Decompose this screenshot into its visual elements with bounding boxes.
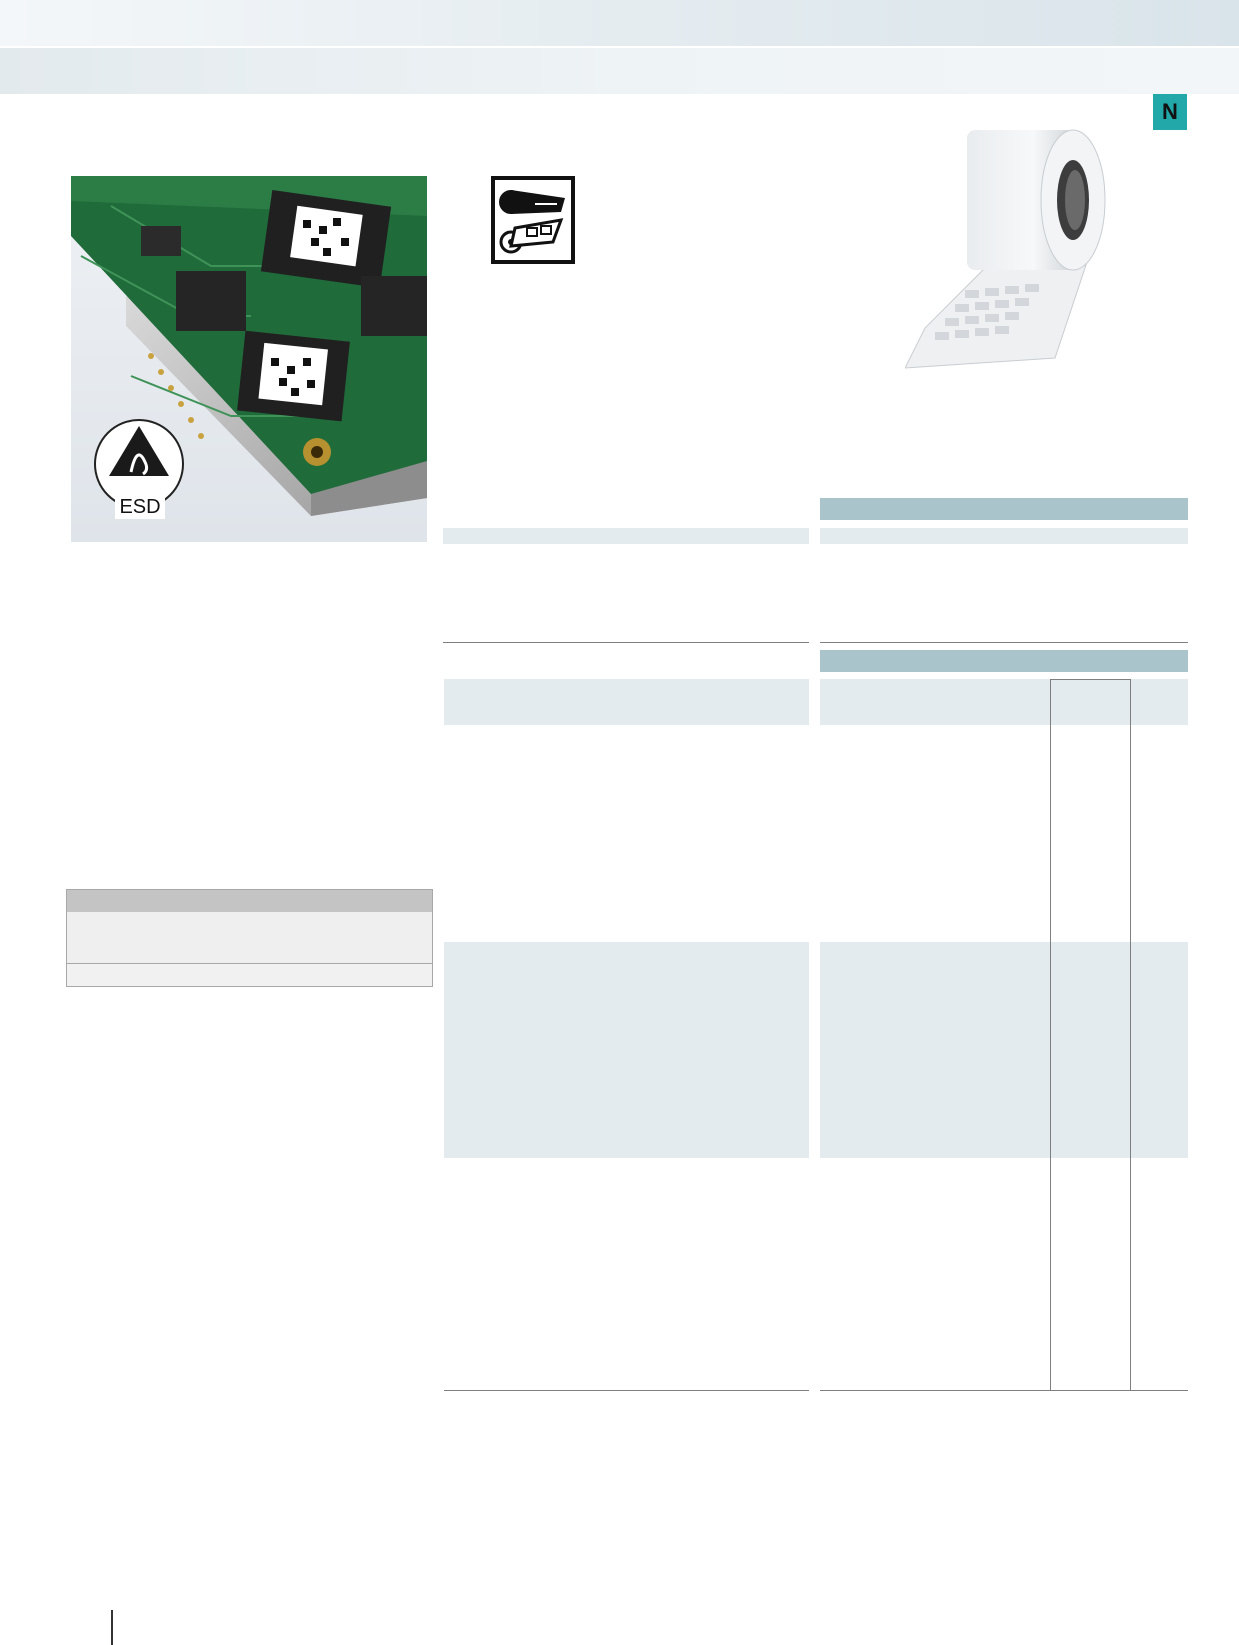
table-column-top-rule: [1050, 679, 1130, 680]
table-row-block-left-2: [444, 679, 809, 725]
info-box-body: [67, 912, 432, 964]
divider-right-1: [820, 642, 1188, 643]
table-header-bar-1: [820, 498, 1188, 520]
divider-left-bottom: [444, 1390, 809, 1391]
table-row-block-left-3: [444, 942, 809, 1158]
table-row-block-right-3: [820, 942, 1188, 1158]
table-column-line-1: [1050, 679, 1051, 1391]
label-roll-image: [904, 118, 1115, 378]
table-row-block-right-2: [820, 679, 1188, 725]
header-band-bottom: [0, 48, 1239, 94]
info-box: [66, 889, 433, 987]
page-margin-line: [111, 1610, 113, 1645]
printer-icon: [491, 176, 575, 264]
table-row-strip-left-1: [443, 528, 809, 544]
divider-right-bottom: [820, 1390, 1188, 1391]
info-box-header: [67, 890, 432, 912]
info-box-footer: [67, 964, 432, 986]
esd-label: ESD: [115, 496, 165, 519]
table-row-strip-right-1: [820, 528, 1188, 544]
divider-left-1: [443, 642, 809, 643]
section-badge: N: [1153, 94, 1187, 130]
table-column-line-2: [1130, 679, 1131, 1391]
header-band-top: [0, 0, 1239, 46]
table-header-bar-2: [820, 650, 1188, 672]
pcb-photo: ESD: [71, 176, 427, 542]
